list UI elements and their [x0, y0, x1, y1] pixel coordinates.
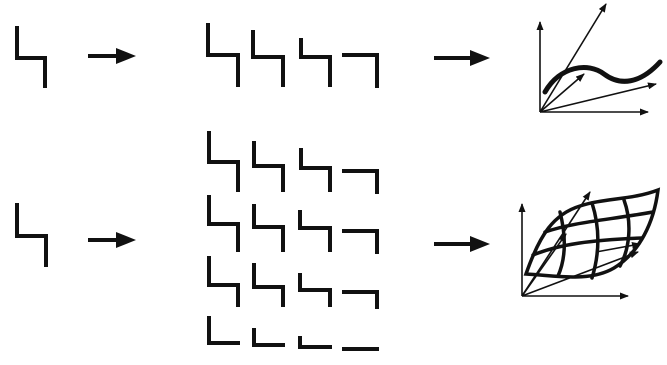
family-glyph: [298, 336, 332, 349]
family-glyph: [298, 273, 332, 307]
right-arrow-icon: [88, 48, 136, 64]
source-glyph: [15, 203, 48, 267]
right-arrow-icon: [88, 232, 136, 248]
surface-row: [15, 131, 661, 351]
family-glyph: [207, 131, 240, 192]
glyph-family: [206, 23, 379, 88]
axes-icon: [536, 3, 657, 116]
glyph-family: [207, 131, 379, 351]
family-glyph: [206, 23, 240, 87]
family-glyph: [342, 290, 379, 309]
family-glyph: [299, 38, 332, 87]
family-glyph: [252, 328, 285, 347]
family-glyph: [207, 256, 240, 307]
family-glyph: [251, 30, 285, 87]
right-arrow-icon: [434, 236, 490, 252]
curve-row: [15, 3, 663, 116]
surface-mesh-icon: [523, 187, 661, 280]
family-glyph: [299, 148, 332, 192]
curve-icon: [542, 59, 663, 95]
family-glyph: [342, 169, 379, 194]
family-glyph: [207, 316, 240, 345]
family-glyph: [207, 195, 240, 252]
family-glyph: [252, 263, 285, 307]
family-glyph: [252, 141, 285, 192]
axes-icon: [518, 191, 639, 300]
source-glyph: [15, 26, 47, 88]
family-glyph: [252, 204, 285, 252]
right-arrow-icon: [434, 50, 490, 66]
family-glyph: [342, 229, 379, 254]
family-glyph: [342, 53, 379, 88]
family-glyph: [298, 210, 332, 252]
